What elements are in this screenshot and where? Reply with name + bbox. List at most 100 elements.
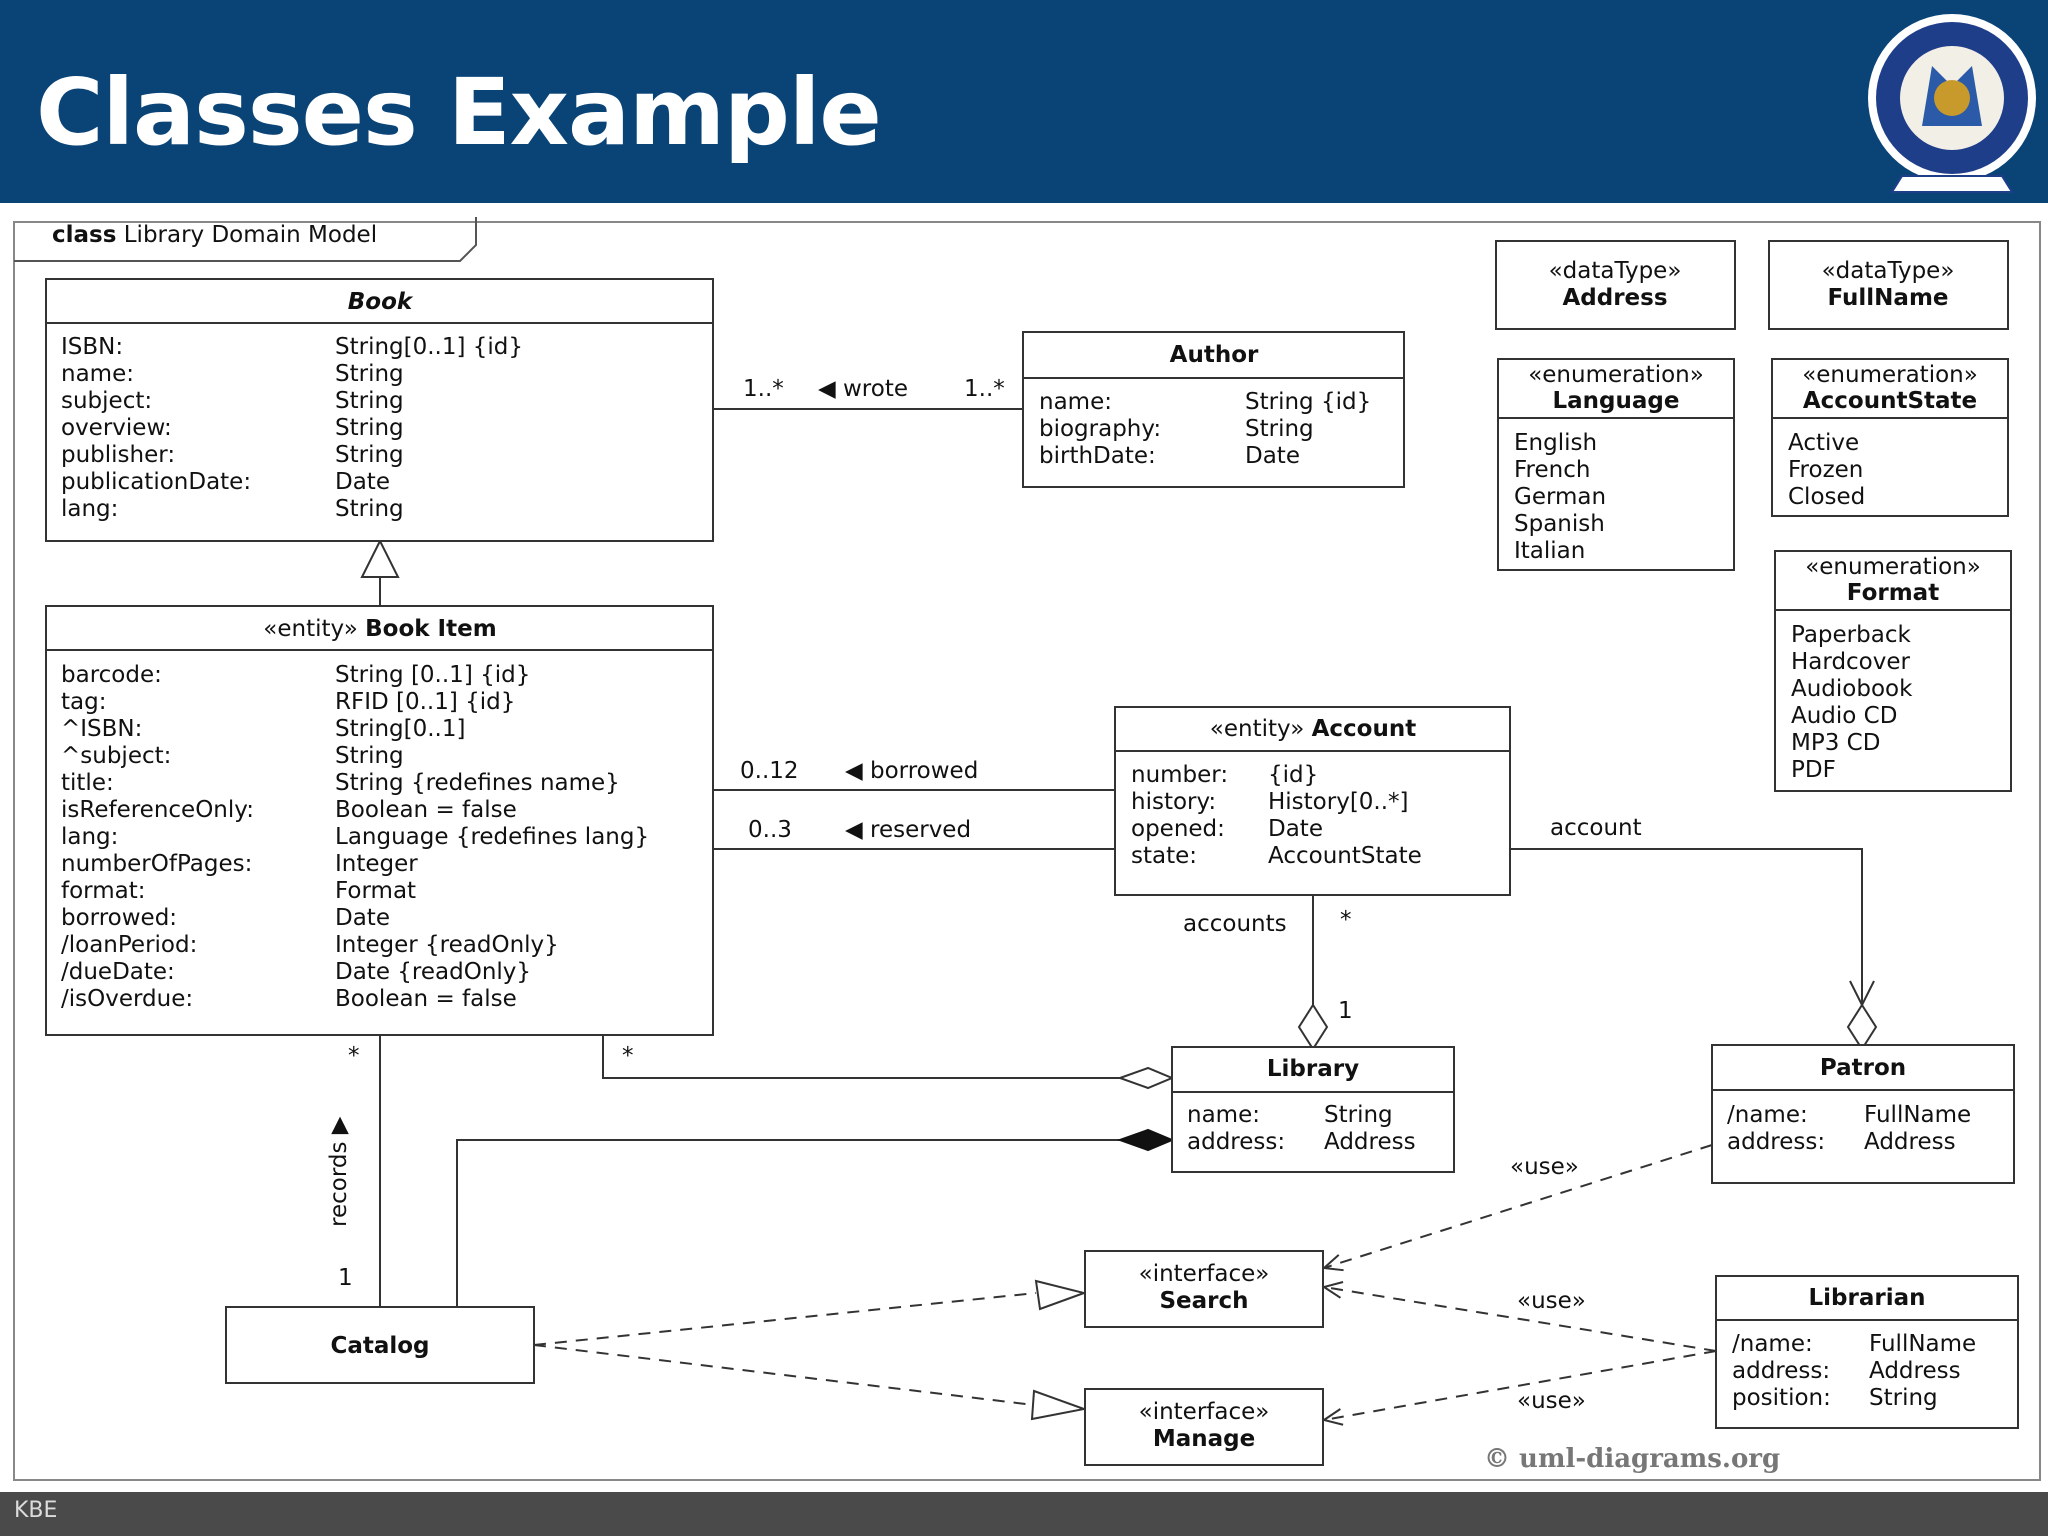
account-patron-association (1510, 848, 1863, 1005)
attribute-name: format: (61, 878, 146, 904)
attribute-name: number: (1131, 762, 1228, 788)
enum-format-stereotype: «enumeration» (1805, 554, 1981, 580)
class-author-attributes: name:String {id}biography:StringbirthDat… (1039, 389, 1371, 469)
bookitem-records-mult: * (348, 1043, 360, 1069)
attribute-type: Date {readOnly} (335, 959, 531, 985)
uml-class-diagram: class Library Domain Model Book ISBN:Str… (0, 205, 2048, 1492)
attribute-name: address: (1727, 1129, 1825, 1155)
manage-realization-triangle (1030, 1389, 1088, 1421)
attribute-name: publisher: (61, 442, 175, 468)
attribute-name: name: (1187, 1102, 1260, 1128)
enum-format-name: Format (1847, 580, 1939, 606)
interface-search-stereotype: «interface» (1139, 1261, 1270, 1287)
class-librarian[interactable]: Librarian /name:FullNameaddress:Addressp… (1715, 1275, 2019, 1429)
class-catalog[interactable]: Catalog (225, 1306, 535, 1384)
enum-literal: French (1514, 457, 1590, 483)
class-patron-name: Patron (1820, 1055, 1906, 1081)
class-book-item[interactable]: «entity» Book Item barcode:String [0..1]… (45, 605, 714, 1036)
datatype-fullname-stereotype: «dataType» (1822, 258, 1955, 284)
attribute-name: /loanPeriod: (61, 932, 197, 958)
attribute-type: String (335, 361, 404, 387)
search-realization-triangle (1034, 1279, 1088, 1311)
attribute-type: String (335, 442, 404, 468)
diagram-frame (13, 221, 2041, 1481)
class-book-item-name: «entity» Book Item (263, 616, 496, 642)
attribute-type: Boolean = false (335, 986, 517, 1012)
class-account-name: «entity» Account (1210, 716, 1416, 742)
class-account[interactable]: «entity» Account number:{id}history:Hist… (1114, 706, 1511, 896)
interface-manage-stereotype: «interface» (1139, 1399, 1270, 1425)
attribute-name: /dueDate: (61, 959, 175, 985)
slide-header: Classes Example (0, 0, 2048, 203)
generalization-triangle (360, 538, 400, 578)
attribute-type: Address (1324, 1129, 1416, 1155)
class-librarian-name: Librarian (1809, 1285, 1926, 1311)
attribute-name: lang: (61, 496, 118, 522)
attribute-type: Address (1864, 1129, 1956, 1155)
attribute-type: RFID [0..1] {id} (335, 689, 515, 715)
datatype-fullname[interactable]: «dataType» FullName (1768, 240, 2009, 330)
attribute-type: Address (1869, 1358, 1961, 1384)
attribute-name: name: (61, 361, 134, 387)
attribute-name: lang: (61, 824, 118, 850)
enum-literal: Spanish (1514, 511, 1605, 537)
frame-label: class Library Domain Model (52, 222, 377, 248)
attribute-type: String (1324, 1102, 1393, 1128)
enum-language[interactable]: «enumeration» Language EnglishFrenchGerm… (1497, 358, 1735, 571)
interface-search[interactable]: «interface» Search (1084, 1250, 1324, 1328)
university-seal-logo (1868, 14, 2036, 193)
enum-literal: PDF (1791, 757, 1836, 783)
reserved-mult: 0..3 (748, 817, 792, 843)
enum-accountstate[interactable]: «enumeration» AccountState ActiveFrozenC… (1771, 358, 2009, 517)
enum-literal: Audio CD (1791, 703, 1897, 729)
class-librarian-attributes: /name:FullNameaddress:Addressposition:St… (1732, 1331, 1976, 1411)
bookitem-library-aggregation (602, 1035, 1130, 1079)
watermark: © uml-diagrams.org (1484, 1444, 1780, 1474)
attribute-type: String {id} (1245, 389, 1371, 415)
patron-aggregation-diamond (1846, 1003, 1878, 1051)
enum-format[interactable]: «enumeration» Format PaperbackHardcoverA… (1774, 550, 2012, 792)
attribute-name: biography: (1039, 416, 1161, 442)
bookitem-library-mult: * (622, 1043, 634, 1069)
use-label-librarian-manage: «use» (1517, 1388, 1586, 1414)
enum-language-stereotype: «enumeration» (1528, 362, 1704, 388)
datatype-address[interactable]: «dataType» Address (1495, 240, 1736, 330)
interface-manage-name: Manage (1153, 1426, 1255, 1452)
attribute-type: String {redefines name} (335, 770, 620, 796)
footer-logo: KBE (14, 1498, 58, 1523)
attribute-type: String (335, 415, 404, 441)
enum-literal: Hardcover (1791, 649, 1911, 675)
enum-accountstate-name: AccountState (1803, 388, 1977, 414)
attribute-type: FullName (1869, 1331, 1976, 1357)
records-label: records ▶ (326, 1116, 352, 1227)
interface-manage[interactable]: «interface» Manage (1084, 1388, 1324, 1466)
accounts-role-label: accounts (1183, 911, 1287, 937)
wrote-mult-left: 1..* (743, 376, 784, 402)
attribute-type: Integer {readOnly} (335, 932, 559, 958)
attribute-type: String [0..1] {id} (335, 662, 530, 688)
accounts-mult: * (1340, 907, 1352, 933)
attribute-type: Date (1268, 816, 1323, 842)
catalog-manage-realization (533, 1344, 1035, 1406)
class-author[interactable]: Author name:String {id}biography:Stringb… (1022, 331, 1405, 488)
wrote-label: ◀ wrote (818, 376, 908, 402)
slide-title: Classes Example (36, 59, 882, 166)
borrowed-label: ◀ borrowed (845, 758, 978, 784)
class-library-name: Library (1267, 1056, 1359, 1082)
attribute-type: Integer (335, 851, 418, 877)
class-book[interactable]: Book ISBN:String[0..1] {id}name:Stringsu… (45, 278, 714, 542)
attribute-name: ^ISBN: (61, 716, 142, 742)
attribute-name: state: (1131, 843, 1197, 869)
enum-literal: English (1514, 430, 1597, 456)
enum-literal: Closed (1788, 484, 1865, 510)
class-account-attributes: number:{id}history:History[0..*]opened:D… (1131, 762, 1422, 869)
attribute-type: {id} (1268, 762, 1318, 788)
use-label-patron: «use» (1510, 1154, 1579, 1180)
borrowed-mult: 0..12 (740, 758, 799, 784)
attribute-name: name: (1039, 389, 1112, 415)
datatype-fullname-name: FullName (1827, 285, 1948, 311)
attribute-name: birthDate: (1039, 443, 1156, 469)
